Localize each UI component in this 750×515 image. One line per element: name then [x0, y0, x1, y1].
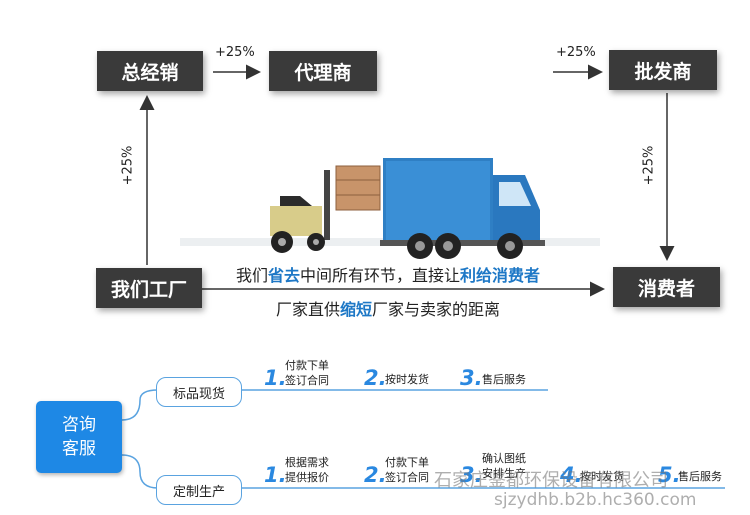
slogan-line-1: 我们省去中间所有环节，直接让利给消费者	[236, 262, 540, 286]
step-label: 售后服务	[678, 469, 722, 484]
box-wholesaler: 批发商	[609, 50, 717, 90]
consult-label: 客服	[62, 439, 96, 459]
step-number: 2.	[364, 366, 387, 390]
slogan-text: 中间所有环节，直接让	[300, 266, 461, 285]
step-number: 5.	[658, 463, 681, 487]
markup-to-wholesaler: +25%	[556, 45, 596, 60]
step-line: 付款下单	[385, 456, 429, 469]
step-line: 按时发货	[385, 373, 429, 386]
step-line: 付款下单	[285, 359, 329, 372]
branch-stock-products: 标品现货	[156, 377, 242, 407]
box-general-distributor: 总经销	[97, 51, 203, 91]
markup-distributor-to-agent: +25%	[215, 45, 255, 60]
step-line: 确认图纸	[482, 452, 526, 465]
slogan-highlight: 缩短	[340, 300, 373, 319]
slogan-line-2: 厂家直供缩短厂家与卖家的距离	[276, 296, 500, 320]
tree-branch-bottom	[121, 454, 159, 489]
slogan-highlight: 省去	[268, 266, 301, 285]
branch-custom-production: 定制生产	[156, 475, 242, 505]
step-line: 签订合同	[385, 471, 429, 484]
step-number: 3.	[460, 463, 483, 487]
step-label: 按时发货	[580, 469, 624, 484]
box-consumer: 消费者	[613, 267, 720, 307]
consult-label: 咨询	[62, 415, 96, 435]
step-line: 售后服务	[482, 373, 526, 386]
step-number: 2.	[364, 463, 387, 487]
step-number: 1.	[264, 366, 287, 390]
step-line: 按时发货	[580, 470, 624, 483]
step-number: 3.	[460, 366, 483, 390]
step-line: 根据需求	[285, 456, 329, 469]
step-label: 确认图纸 安排生产	[482, 451, 526, 481]
step-label: 售后服务	[482, 372, 526, 387]
slogan-text: 厂家直供	[276, 300, 341, 319]
step-line: 签订合同	[285, 374, 329, 387]
step-label: 根据需求 提供报价	[285, 455, 329, 485]
step-line: 提供报价	[285, 471, 329, 484]
truck-illustration	[180, 158, 600, 259]
slogan-text: 我们	[236, 266, 269, 285]
step-number: 1.	[264, 463, 287, 487]
step-label: 按时发货	[385, 372, 429, 387]
step-line: 售后服务	[678, 470, 722, 483]
slogan-highlight: 利给消费者	[460, 266, 541, 285]
step-label: 付款下单 签订合同	[385, 455, 429, 485]
watermark-url: sjzydhb.b2b.hc360.com	[494, 490, 697, 510]
tree-branch-top	[121, 389, 159, 421]
step-label: 付款下单 签订合同	[285, 358, 329, 388]
slogan-text: 厂家与卖家的距离	[372, 300, 501, 319]
markup-wholesaler-to-consumer: +25%	[641, 145, 657, 186]
step-line: 安排生产	[482, 467, 526, 480]
box-agent: 代理商	[269, 51, 377, 91]
watermark-company: 石家庄鉴都环保设备有限公司	[434, 470, 668, 491]
box-factory: 我们工厂	[96, 268, 202, 308]
step-number: 4.	[560, 463, 583, 487]
markup-factory-to-distributor: +25%	[120, 145, 136, 186]
consult-service-box: 咨询 客服	[36, 401, 122, 473]
